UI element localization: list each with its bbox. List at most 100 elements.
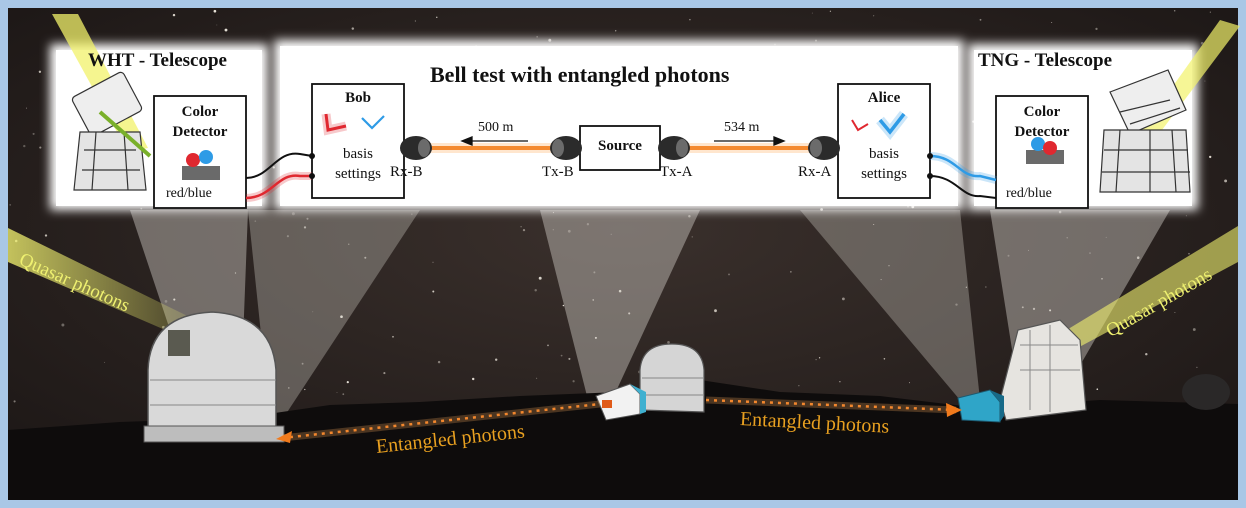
quasar-beam-left xyxy=(8,228,212,345)
star xyxy=(818,357,821,359)
star xyxy=(534,289,537,292)
port-rx-b: Rx-B xyxy=(390,164,423,180)
star xyxy=(306,217,309,220)
photon-glow-right xyxy=(705,396,957,414)
wht-dome xyxy=(143,311,285,443)
star xyxy=(1209,11,1211,13)
lens-rx-a xyxy=(808,136,840,160)
star xyxy=(841,297,845,301)
star xyxy=(909,382,911,384)
alice-basis-glyphs xyxy=(851,110,908,140)
star xyxy=(471,377,475,381)
lens-tx-b xyxy=(550,136,582,160)
star xyxy=(985,286,987,288)
photon-glow-left xyxy=(281,400,601,442)
wht-telescope-sketch xyxy=(71,71,152,191)
detector-left-line1: Color xyxy=(181,104,219,120)
star xyxy=(594,336,597,339)
star xyxy=(592,299,594,301)
star xyxy=(562,304,565,307)
photon-path-right xyxy=(705,398,957,412)
star xyxy=(1200,41,1204,45)
photon-arrow-left xyxy=(276,431,292,443)
color-detector-left-box xyxy=(153,95,247,209)
star xyxy=(436,16,438,18)
distance-b-label: 500 m xyxy=(478,120,514,135)
distance-arrow-b xyxy=(460,136,528,146)
star xyxy=(411,213,413,215)
star xyxy=(790,271,792,273)
photon-path-left xyxy=(281,402,601,440)
star xyxy=(536,36,538,38)
star xyxy=(522,228,526,232)
star xyxy=(340,315,343,319)
star xyxy=(567,229,571,233)
tng-telescope-title: TNG - Telescope xyxy=(978,50,1113,71)
star xyxy=(560,354,563,357)
bob-label: Bob xyxy=(345,90,371,106)
star xyxy=(172,13,176,17)
star xyxy=(432,290,435,293)
star xyxy=(25,107,28,109)
star xyxy=(1095,27,1098,31)
alice-basis-line1: basis xyxy=(869,146,899,162)
star xyxy=(39,146,42,149)
star xyxy=(547,344,549,347)
star xyxy=(303,226,307,229)
star xyxy=(1101,278,1103,280)
star xyxy=(32,132,35,135)
star xyxy=(688,214,691,218)
star xyxy=(1007,254,1010,257)
star xyxy=(234,272,237,274)
star xyxy=(1096,388,1099,391)
port-tx-a: Tx-A xyxy=(660,164,693,180)
detector-left-output: red/blue xyxy=(166,186,212,201)
detector-right-line2: Detector xyxy=(1014,124,1070,140)
port-rx-a: Rx-A xyxy=(798,164,832,180)
star xyxy=(728,273,730,276)
star xyxy=(1196,366,1198,369)
star xyxy=(1188,252,1190,255)
star xyxy=(254,220,257,222)
star xyxy=(291,212,295,216)
source-label: Source xyxy=(598,138,642,154)
star xyxy=(301,362,304,365)
star xyxy=(1192,328,1196,331)
star xyxy=(1089,252,1091,254)
star xyxy=(1066,237,1068,239)
star xyxy=(880,279,882,281)
bob-basis-line2: settings xyxy=(335,166,381,182)
star xyxy=(538,276,542,280)
star xyxy=(1145,352,1148,356)
distance-arrow-a xyxy=(714,136,786,146)
star xyxy=(304,388,306,391)
star xyxy=(1209,155,1212,159)
star xyxy=(888,265,890,267)
star xyxy=(811,12,813,14)
star xyxy=(568,357,571,360)
star xyxy=(798,385,800,387)
star xyxy=(714,309,717,313)
star xyxy=(216,24,218,26)
wht-telescope-title: WHT - Telescope xyxy=(88,50,227,71)
star xyxy=(979,18,982,21)
star xyxy=(873,15,875,17)
detector-pixels-right xyxy=(1026,137,1064,164)
detector-left-line2: Detector xyxy=(172,124,228,140)
star xyxy=(38,70,42,73)
detector-right-line1: Color xyxy=(1023,104,1061,120)
star xyxy=(586,223,590,226)
star xyxy=(1028,249,1030,251)
star xyxy=(346,381,349,384)
alice-label: Alice xyxy=(867,90,901,106)
star xyxy=(536,377,538,379)
cables-left xyxy=(245,152,315,202)
star xyxy=(437,360,441,364)
lens-tx-a xyxy=(658,136,690,160)
star xyxy=(312,311,314,313)
cables-right xyxy=(927,152,997,199)
star xyxy=(1174,311,1176,314)
diagram-title: Bell test with entangled photons xyxy=(430,62,730,87)
